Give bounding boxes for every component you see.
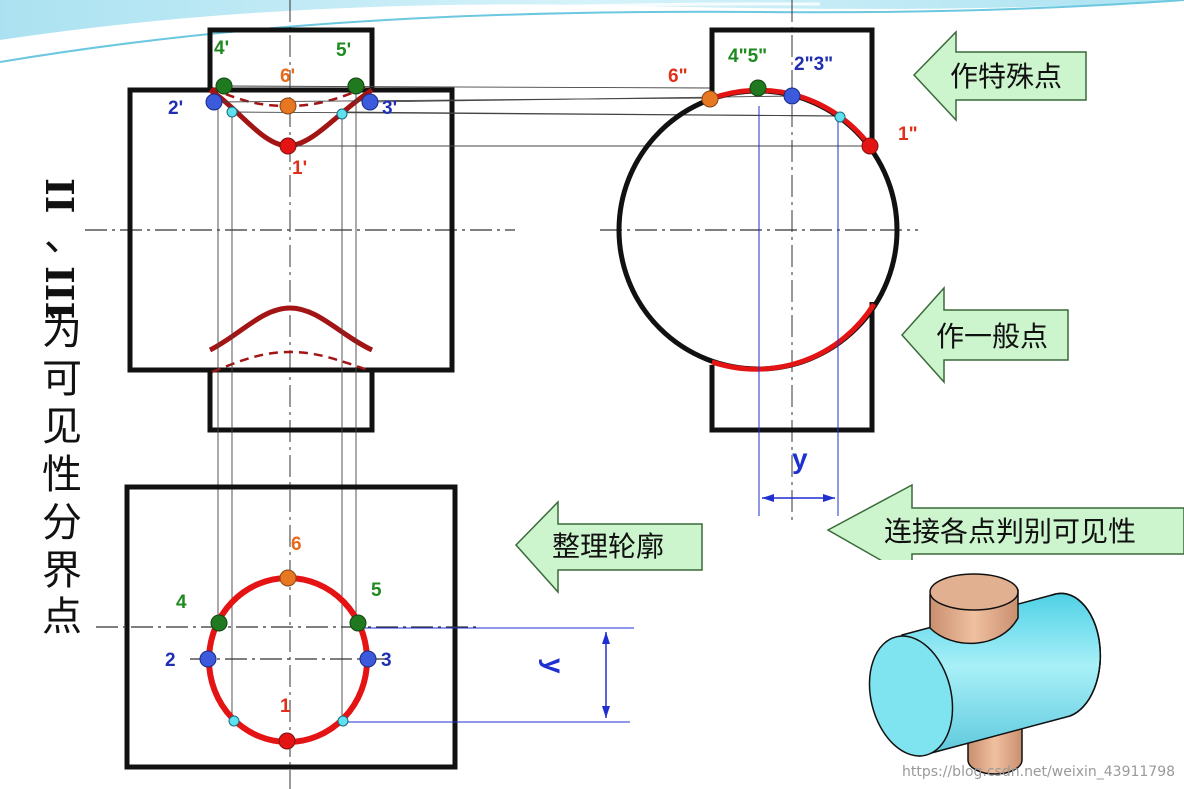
side-point-general <box>834 111 846 123</box>
front-point-2 <box>205 93 223 111</box>
arrow-general-points: 作一般点 <box>900 286 1069 384</box>
caption-line-10: 点 <box>42 594 82 640</box>
front-point-3 <box>361 93 379 111</box>
front-point-5 <box>347 77 365 95</box>
side-point-1 <box>861 137 879 155</box>
side-view: y 6" 4"5" 2"3" 1" <box>600 0 918 520</box>
front-label-5: 5' <box>336 40 351 61</box>
top-point-general-right <box>337 715 349 727</box>
caption-line-7: 性 <box>42 452 82 498</box>
side-caption: II 、 III 为 可 见 性 分 界 点 <box>37 178 84 640</box>
isometric-cylinder-illustration: https://blog.csdn.net/weixin_43911798 <box>840 560 1184 789</box>
front-lower-intersection-visible <box>208 305 374 353</box>
top-point-6 <box>279 569 297 587</box>
top-label-4: 4 <box>176 592 187 613</box>
side-point-6 <box>701 90 719 108</box>
front-label-1: 1' <box>292 158 307 179</box>
front-point-4 <box>215 77 233 95</box>
front-label-2: 2' <box>168 98 183 119</box>
arrow-special-points-text: 作特殊点 <box>950 60 1062 93</box>
front-label-4: 4' <box>214 38 229 59</box>
top-point-1 <box>278 732 296 750</box>
top-point-2 <box>199 650 217 668</box>
caption-line-2: 、 <box>44 214 84 260</box>
front-horizontal-cylinder-outline <box>127 87 455 373</box>
caption-line-8: 分 <box>42 500 82 546</box>
side-vertical-cylinder-outline <box>709 27 875 433</box>
side-label-23: 2"3" <box>794 54 833 75</box>
front-label-6: 6' <box>280 66 295 87</box>
arrow-tidy-outline: 整理轮廓 <box>514 500 703 594</box>
caption-line-5: 可 <box>42 356 82 402</box>
side-point-23 <box>783 87 801 105</box>
top-label-2: 2 <box>165 650 176 671</box>
side-dimension-label: y <box>792 443 808 474</box>
caption-line-1: II <box>37 178 82 214</box>
watermark: https://blog.csdn.net/weixin_43911798 <box>902 764 1175 780</box>
header-swoosh <box>0 0 1184 63</box>
arrow-special-points: 作特殊点 <box>912 30 1087 122</box>
top-label-1: 1 <box>280 696 291 717</box>
top-dimension-label: y <box>539 658 570 674</box>
top-point-3 <box>359 650 377 668</box>
top-label-6: 6 <box>291 534 302 555</box>
front-point-6 <box>279 97 297 115</box>
top-point-4 <box>210 614 228 632</box>
front-point-general-right <box>336 108 348 120</box>
side-label-45: 4"5" <box>728 46 767 67</box>
front-lower-intersection-hidden <box>211 350 369 374</box>
side-label-1: 1" <box>898 124 918 145</box>
caption-line-4: 为 <box>42 308 82 354</box>
top-view: y 6 4 5 2 3 1 <box>96 484 634 770</box>
vertical-cylinder-top <box>929 573 1019 611</box>
top-label-3: 3 <box>381 650 392 671</box>
caption-line-6: 见 <box>42 404 82 450</box>
front-point-1 <box>279 137 297 155</box>
caption-line-9: 界 <box>42 548 82 594</box>
arrow-connect-points-text: 连接各点判别可见性 <box>884 515 1136 548</box>
top-label-5: 5 <box>371 580 382 601</box>
caption-line-3: III <box>37 266 82 319</box>
top-point-general-left <box>228 715 240 727</box>
top-point-5 <box>349 614 367 632</box>
front-view: 4' 5' 6' 2' 3' 1' <box>85 0 870 789</box>
side-label-6: 6" <box>668 66 688 87</box>
front-projection-lines <box>213 85 870 722</box>
side-point-45 <box>749 79 767 97</box>
cylinder-end-cap <box>868 635 954 757</box>
arrow-general-points-text: 作一般点 <box>936 320 1048 353</box>
front-vertical-cylinder-outline <box>207 27 375 433</box>
arrow-tidy-outline-text: 整理轮廓 <box>552 530 664 563</box>
side-lower-intersection-arc <box>711 302 877 372</box>
front-point-general-left <box>226 106 238 118</box>
front-label-3: 3' <box>382 98 397 119</box>
